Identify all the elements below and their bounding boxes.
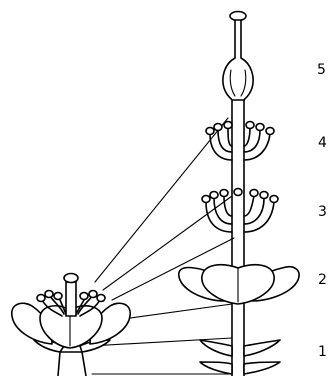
- stamen-whorl-4: [206, 122, 274, 161]
- complete-flower: [12, 274, 130, 377]
- pistil-whorl-5: [223, 12, 253, 101]
- label-whorl-5: 5: [317, 62, 326, 78]
- label-whorl-4: 4: [318, 135, 327, 151]
- sepal-whorl-1: [200, 340, 280, 374]
- stamen-whorl-3: [202, 189, 278, 233]
- label-whorl-3: 3: [318, 204, 327, 220]
- connector-line: [116, 304, 232, 320]
- label-whorl-2: 2: [318, 272, 327, 288]
- petal-whorl-2: [179, 265, 299, 304]
- label-whorl-1: 1: [318, 344, 327, 360]
